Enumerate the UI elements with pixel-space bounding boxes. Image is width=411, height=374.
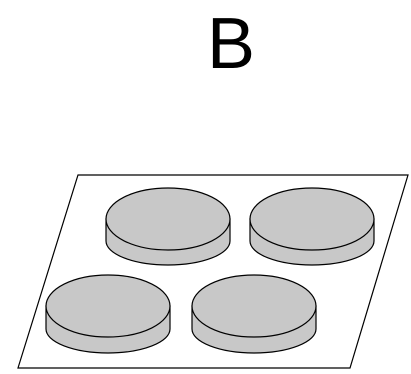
- disk-front-right: [191, 274, 317, 354]
- panel-label: B: [206, 4, 256, 84]
- disk-back-right: [249, 187, 375, 266]
- disk-front-left: [45, 274, 171, 354]
- disk-back-left: [105, 187, 231, 266]
